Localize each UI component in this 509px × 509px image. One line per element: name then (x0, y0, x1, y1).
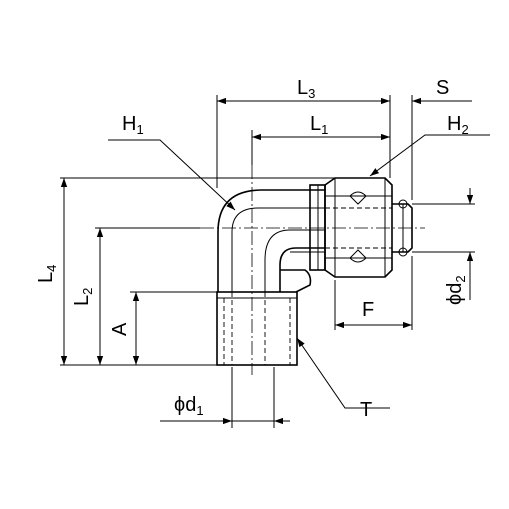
label-F: F (362, 299, 374, 321)
label-S: S (436, 77, 449, 99)
label-phid2: ϕd2 (444, 275, 468, 305)
label-H2: H2 (447, 113, 469, 137)
center-lines (200, 165, 425, 375)
label-phid1: ϕd1 (174, 394, 204, 418)
label-L1: L1 (310, 113, 328, 137)
leader-H2 (369, 134, 490, 177)
extension-lines (60, 95, 475, 428)
leader-lines (108, 134, 490, 409)
label-L3: L3 (297, 77, 315, 101)
label-A: A (109, 322, 131, 336)
leader-H1 (108, 139, 236, 211)
label-L2: L2 (71, 288, 95, 306)
hex-nut (324, 177, 413, 278)
male-thread (216, 291, 298, 366)
label-T: T (360, 399, 372, 421)
label-H1: H1 (122, 113, 144, 137)
dimension-lines (60, 97, 474, 425)
fitting-body (217, 184, 326, 293)
label-L4: L4 (35, 265, 59, 283)
leader-T (296, 337, 390, 409)
